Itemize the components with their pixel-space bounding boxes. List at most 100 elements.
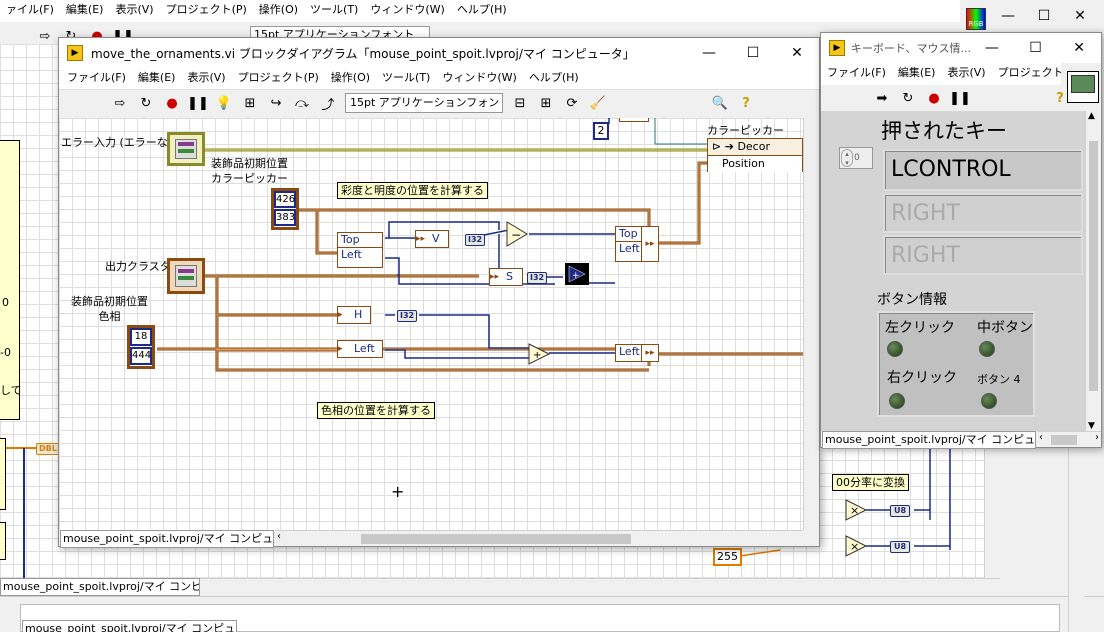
bg-left-label-1: -0 (0, 346, 11, 359)
fp-scroll-down-icon[interactable]: ▼ (1088, 421, 1095, 431)
fp-vi-icon (1067, 71, 1099, 103)
fp-menubar: ファイル(F) 編集(E) 表示(V) プロジェクト(P) (821, 63, 1061, 85)
step-out-icon[interactable]: ⤴ (321, 97, 335, 113)
bg-hscrollbar[interactable] (200, 578, 1000, 594)
fp-menu-file[interactable]: ファイル(F) (827, 66, 886, 79)
error-in-terminal[interactable] (167, 132, 205, 166)
fp-hscrollbar[interactable]: ‹ › (1037, 431, 1101, 447)
fp-scroll-up-icon[interactable]: ▲ (1088, 111, 1095, 121)
init-pos-hue-top[interactable]: 18 (130, 328, 152, 346)
step-into-icon[interactable]: ↪ (270, 95, 282, 111)
bg-menu-help[interactable]: ヘルプ(H) (456, 3, 507, 16)
property-position: Position (708, 156, 802, 172)
fp-minimize-icon[interactable]: — (984, 40, 999, 56)
align-objects-icon[interactable]: ⊟ (514, 95, 526, 111)
init-pos-hue-left[interactable]: 444 (130, 347, 152, 365)
bd-hscrollbar[interactable]: ‹ (275, 530, 803, 546)
search-icon[interactable]: 🔍 (711, 95, 729, 111)
step-over-icon[interactable]: ⤼ (295, 95, 309, 111)
fp-help-icon[interactable]: ? (1056, 90, 1064, 106)
middle-button-led[interactable] (979, 341, 995, 357)
key-array-element-0[interactable]: LCONTROL (883, 149, 1083, 191)
bundle-sv-out: ▸▸ (641, 226, 659, 262)
bg-menu-view[interactable]: 表示(V) (115, 3, 154, 16)
fp-close-icon[interactable]: ✕ (1073, 40, 1086, 56)
bg-menu-tools[interactable]: ツール(T) (310, 3, 359, 16)
bg-minimize-icon[interactable]: — (1001, 8, 1015, 24)
init-pos-color-top[interactable]: 426 (274, 191, 296, 208)
array-index-value[interactable]: 0 (854, 153, 860, 163)
pressed-key-label: 押されたキー (881, 119, 1007, 143)
run-arrow-icon[interactable]: ⇨ (39, 28, 51, 44)
bg-maximize-icon[interactable]: ☐ (1037, 8, 1051, 24)
bd-menu-operate[interactable]: 操作(O) (330, 71, 371, 84)
fp-maximize-icon[interactable]: ☐ (1029, 40, 1042, 56)
run-arrow-icon[interactable]: ⇨ (114, 95, 126, 111)
bd-menu-file[interactable]: ファイル(F) (67, 71, 126, 84)
init-pos-color-cluster[interactable]: 426 383 (271, 188, 299, 230)
fp-scroll-left-icon[interactable]: ‹ (1039, 432, 1043, 443)
key-array-element-2[interactable]: RIGHT (883, 235, 1083, 275)
bd-menu-tools[interactable]: ツール(T) (382, 71, 431, 84)
fp-vscroll-thumb[interactable] (1089, 141, 1098, 391)
reorder-icon[interactable]: ⟳ (566, 95, 578, 111)
unbundle-s-node[interactable]: ▸▸S (489, 268, 523, 286)
bd-close-icon[interactable]: ✕ (791, 45, 803, 61)
fp-vscrollbar[interactable]: ▲ ▼ (1085, 111, 1101, 431)
bg-menu-window[interactable]: ウィンドウ(W) (370, 3, 445, 16)
button-4-led[interactable] (981, 393, 997, 409)
cleanup-diagram-icon[interactable]: 🧹 (589, 95, 607, 111)
bg-menu-project[interactable]: プロジェクト(P) (165, 3, 247, 16)
fp-hscroll-thumb[interactable] (1051, 435, 1077, 445)
fp-run-arrow-icon[interactable]: ➡ (876, 90, 888, 106)
fp-menu-view[interactable]: 表示(V) (947, 66, 986, 79)
fp-menu-edit[interactable]: 編集(E) (897, 66, 936, 79)
bd-menu-help[interactable]: ヘルプ(H) (528, 71, 579, 84)
const-2[interactable]: 2 (593, 122, 609, 140)
abort-icon[interactable]: ● (91, 28, 103, 44)
fp-menu-project[interactable]: プロジェクト(P) (997, 66, 1061, 79)
scroll-left-icon[interactable]: ‹ (277, 531, 281, 542)
fp-scroll-right-icon[interactable]: › (1095, 432, 1099, 443)
init-pos-color-left[interactable]: 383 (274, 209, 296, 226)
init-pos-hue-cluster[interactable]: 18 444 (127, 325, 155, 369)
key-array-element-1[interactable]: RIGHT (883, 193, 1083, 233)
run-continuous-icon[interactable]: ↻ (65, 28, 77, 44)
fp-abort-icon[interactable]: ● (928, 90, 940, 106)
bd-menu-edit[interactable]: 編集(E) (137, 71, 176, 84)
retain-wire-values-icon[interactable]: ⊞ (244, 95, 256, 111)
bd-vscrollbar[interactable] (803, 118, 819, 530)
help-icon[interactable]: ? (742, 95, 750, 111)
bd-menu-view[interactable]: 表示(V) (187, 71, 226, 84)
bg-menu-file[interactable]: ァイル(F) (6, 3, 54, 16)
fp-pause-icon[interactable]: ❚❚ (949, 90, 971, 106)
bg-menu-edit[interactable]: 編集(E) (65, 3, 104, 16)
bd-diagram-canvas[interactable]: − + + エラー入力 (エラーなし) 装飾品初期位置 カラーピッカー 426 … (59, 118, 803, 530)
unbundle-h-node[interactable]: ▸H (337, 306, 371, 324)
output-cluster-terminal[interactable] (167, 258, 205, 294)
bd-menu-project[interactable]: プロジェクト(P) (237, 71, 319, 84)
unbundle-left-node[interactable]: ▸Left (337, 340, 383, 358)
bd-maximize-icon[interactable]: ☐ (746, 45, 760, 61)
bd-hscroll-thumb[interactable] (361, 534, 631, 544)
distribute-objects-icon[interactable]: ⊞ (540, 95, 552, 111)
highlight-execution-icon[interactable]: 💡 (215, 95, 233, 111)
index-spinner-icon[interactable]: ▴▾ (841, 149, 853, 167)
unbundle-color-node[interactable]: Top Left (337, 232, 383, 268)
pause-icon[interactable]: ❚❚ (187, 95, 209, 111)
bg-menu-operate[interactable]: 操作(O) (258, 3, 299, 16)
bg-vscrollbar[interactable] (984, 440, 1000, 578)
bg-vscrollbar-2[interactable] (1068, 440, 1084, 632)
left-click-led[interactable] (887, 341, 903, 357)
unbundle-v-node[interactable]: ▸▸V (415, 230, 449, 248)
bg-close-icon[interactable]: ✕ (1074, 8, 1086, 24)
fp-run-continuous-icon[interactable]: ↻ (902, 90, 914, 106)
bd-minimize-icon[interactable]: — (702, 45, 716, 61)
abort-icon[interactable]: ● (166, 95, 178, 111)
property-node[interactable]: ⊳ ➔ Decor Position (707, 138, 803, 172)
array-index[interactable]: 0▴▾ (839, 147, 873, 169)
bd-font-dropdown[interactable]: 15pt アプリケーションフォント (345, 93, 503, 113)
right-click-led[interactable] (889, 393, 905, 409)
run-continuous-icon[interactable]: ↻ (140, 95, 152, 111)
bd-menu-window[interactable]: ウィンドウ(W) (442, 71, 517, 84)
